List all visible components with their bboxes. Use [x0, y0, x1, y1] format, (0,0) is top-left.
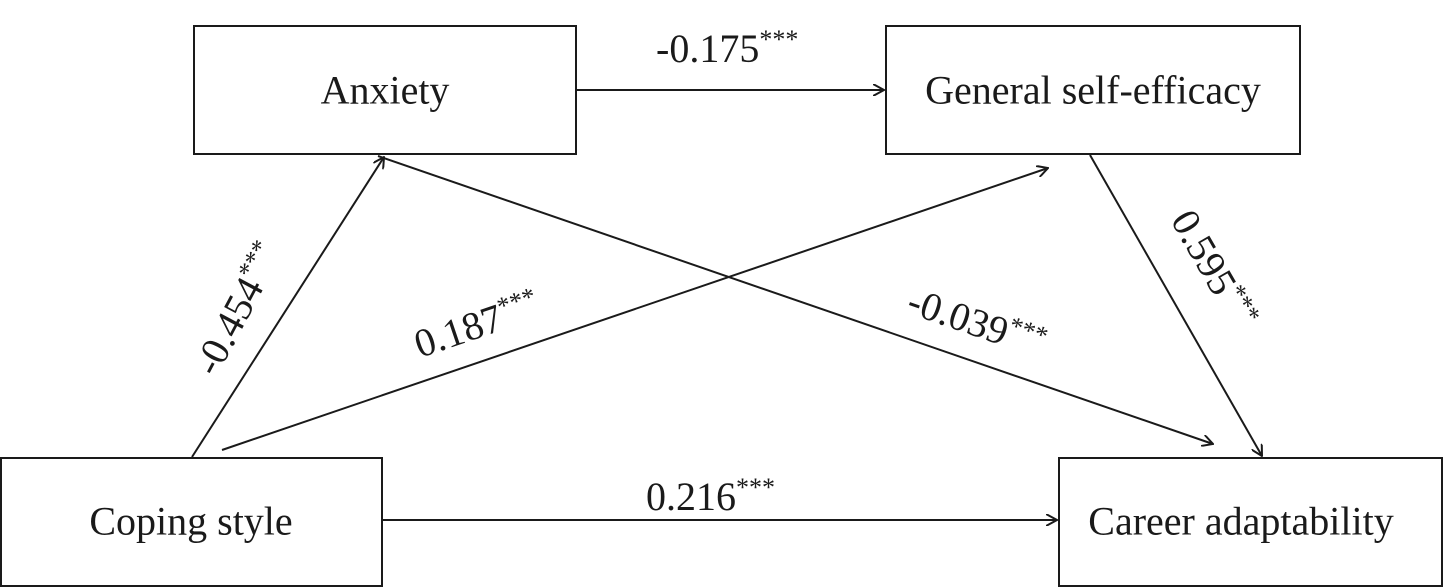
- node-self-efficacy-label: General self-efficacy: [925, 68, 1261, 113]
- coef-anxiety-to-career: -0.039***: [902, 277, 1052, 367]
- node-coping-label: Coping style: [89, 499, 292, 544]
- coef-efficacy-to-career: 0.595***: [1162, 202, 1266, 337]
- arrow-anxiety-to-career: [377, 155, 1213, 444]
- node-anxiety: Anxiety: [193, 25, 577, 155]
- node-career-adaptability: Career adaptability: [1058, 457, 1443, 587]
- coef-anxiety-to-efficacy: -0.175***: [656, 25, 798, 71]
- coef-coping-to-career: 0.216***: [646, 473, 775, 519]
- coef-coping-to-efficacy: 0.187***: [408, 281, 545, 366]
- coef-coping-to-anxiety: -0.454***: [183, 235, 290, 382]
- arrow-coping-to-anxiety: [191, 157, 384, 458]
- arrow-efficacy-to-career: [1089, 154, 1262, 456]
- node-coping-style: Coping style: [0, 457, 383, 587]
- node-anxiety-label: Anxiety: [321, 68, 450, 113]
- node-career-label: Career adaptability: [1088, 499, 1393, 544]
- arrow-coping-to-efficacy: [221, 168, 1048, 451]
- node-general-self-efficacy: General self-efficacy: [885, 25, 1301, 155]
